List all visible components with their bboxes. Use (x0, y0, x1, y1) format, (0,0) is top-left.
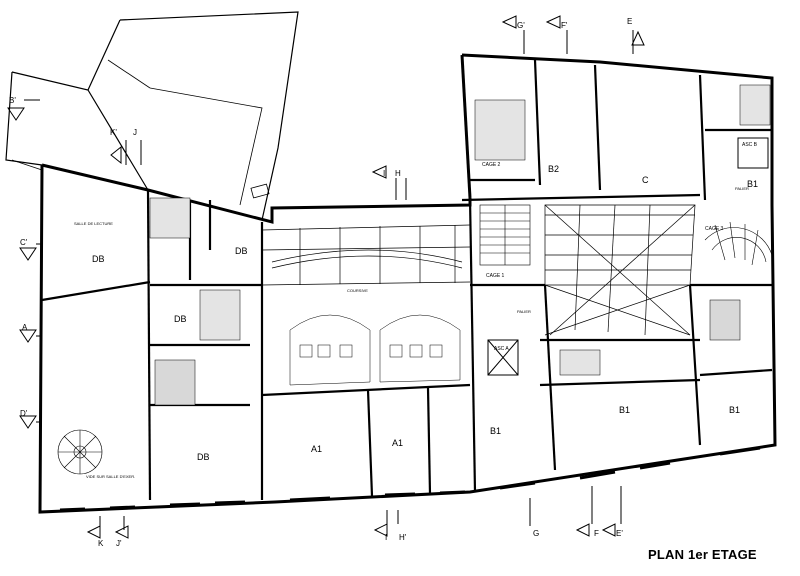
room-label: B1 (490, 426, 501, 436)
section-label: D' (20, 409, 28, 418)
section-label: G' (517, 21, 525, 30)
room-label: B2 (548, 164, 559, 174)
section-labels: G' F' E B' K' J I' H C' A D' K J' I H' G… (9, 17, 632, 548)
room-label: A1 (392, 438, 403, 448)
room-label: DB (174, 314, 187, 324)
outer-walls (5, 11, 777, 514)
room-label: CAGE 3 (705, 226, 724, 232)
room-label: CAGE 1 (486, 273, 505, 279)
room-labels: DB DB DB DB A1 A1 B1 B1 B1 B2 C B1 SALLE… (74, 142, 758, 479)
section-label: K (98, 539, 104, 548)
room-label: COURSIVE (347, 288, 368, 293)
room-label: DB (235, 246, 248, 256)
room-label: VIDE SUR SALLE D'EXER. (86, 474, 135, 479)
room-label: SALLE DE LECTURE (74, 221, 113, 226)
room-label: C (642, 175, 649, 185)
section-label: H' (399, 533, 407, 542)
room-label: CAGE 2 (482, 162, 501, 168)
atrium-skylight (261, 204, 696, 336)
section-label: G (533, 529, 539, 538)
section-markers (7, 15, 645, 539)
room-label: ASC A (494, 346, 509, 352)
interior-walls (41, 59, 773, 501)
section-label: J' (116, 539, 122, 548)
section-label: F' (561, 21, 568, 30)
section-label: K' (110, 128, 117, 137)
room-label: DB (92, 254, 105, 264)
room-label: PALIER (735, 186, 749, 191)
wet-rooms (149, 84, 771, 406)
elevators (487, 137, 769, 376)
section-label: A (22, 323, 28, 332)
room-label: A1 (311, 444, 322, 454)
facade-windows (59, 446, 761, 512)
section-label: E (627, 17, 632, 26)
section-label: I' (383, 169, 387, 178)
section-label: I (385, 533, 387, 542)
section-label: H (395, 169, 401, 178)
room-label: ASC B (742, 142, 758, 148)
section-label: C' (20, 238, 28, 247)
room-label: PALIER (517, 309, 531, 314)
room-label: B1 (747, 179, 758, 189)
room-label: DB (197, 452, 210, 462)
room-label: B1 (619, 405, 630, 415)
stairs (57, 204, 773, 475)
section-label: B' (9, 96, 16, 105)
section-label: J (133, 128, 137, 137)
plan-title: PLAN 1er ETAGE (648, 547, 757, 562)
section-label: E' (616, 529, 623, 538)
room-label: B1 (729, 405, 740, 415)
section-label: F (594, 529, 599, 538)
